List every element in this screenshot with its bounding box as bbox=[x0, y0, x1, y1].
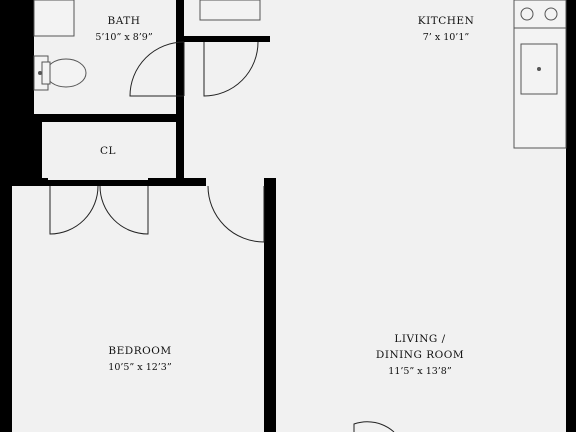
bedroom-right-wall bbox=[264, 178, 276, 432]
bedroom-door-swing bbox=[207, 185, 265, 243]
bath-label: BATH bbox=[108, 15, 141, 27]
bedroom-dimensions: 10’5” x 12’3” bbox=[108, 362, 172, 373]
bedroom-floor bbox=[12, 186, 270, 432]
kitchen-label: KITCHEN bbox=[418, 15, 475, 27]
burner-icon bbox=[520, 7, 534, 21]
toilet-tank bbox=[41, 61, 51, 85]
right-exterior-wall bbox=[566, 0, 576, 432]
bedroom-top-wall-mid bbox=[148, 178, 206, 186]
closet-door-right-swing bbox=[99, 185, 149, 235]
living-label-line2: DINING ROOM bbox=[376, 349, 464, 361]
bedroom-left-wall bbox=[0, 186, 12, 432]
bath-door-swing bbox=[129, 41, 185, 97]
doors bbox=[49, 41, 395, 432]
bath-right-wall-upper bbox=[176, 0, 184, 42]
closet-floor bbox=[42, 122, 176, 180]
bath-right-wall-lower bbox=[176, 96, 184, 186]
bath-fixtures bbox=[33, 0, 261, 91]
living-dimensions: 11’5” x 13’8” bbox=[388, 366, 452, 377]
bath-dimensions: 5’10” x 8’9” bbox=[95, 32, 153, 43]
bath-bottom-wall bbox=[26, 114, 184, 122]
drain-icon bbox=[38, 71, 42, 75]
floor-areas bbox=[12, 0, 566, 432]
kitchen-dimensions: 7’ x 10’1” bbox=[423, 32, 470, 43]
living-label-line1: LIVING / bbox=[394, 333, 445, 345]
bedroom-top-wall-left bbox=[0, 178, 48, 186]
closet-label: CL bbox=[100, 145, 116, 157]
bathtub bbox=[33, 0, 75, 37]
hall-top-wall bbox=[184, 36, 270, 42]
toilet-bowl bbox=[45, 58, 87, 88]
closet-door-left-swing bbox=[49, 185, 99, 235]
hall-closet-door-swing bbox=[203, 41, 259, 97]
closet-left-wall bbox=[34, 122, 42, 186]
hall-floor-lower bbox=[184, 100, 278, 186]
sink-drain-icon bbox=[537, 67, 541, 71]
burner-icon bbox=[544, 7, 558, 21]
hall-cabinet bbox=[199, 0, 261, 21]
kitchen-fixtures bbox=[513, 0, 567, 149]
bath-left-wall bbox=[26, 0, 34, 122]
entry-door-swing bbox=[353, 421, 395, 432]
bedroom-label: BEDROOM bbox=[108, 345, 171, 357]
stove bbox=[513, 0, 567, 29]
